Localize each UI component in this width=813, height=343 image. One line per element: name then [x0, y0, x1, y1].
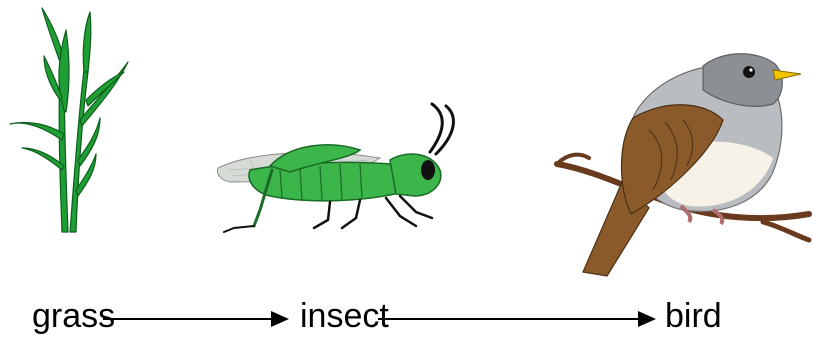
arrow-insect-to-bird [378, 304, 668, 334]
insect-label: insect [300, 296, 389, 336]
grass-label: grass [32, 296, 115, 336]
bird-on-branch-icon [553, 40, 813, 280]
bird-label: bird [665, 296, 722, 336]
arrow-grass-to-insect [103, 304, 303, 334]
grasshopper-icon [210, 100, 470, 240]
grass-icon [0, 0, 140, 240]
